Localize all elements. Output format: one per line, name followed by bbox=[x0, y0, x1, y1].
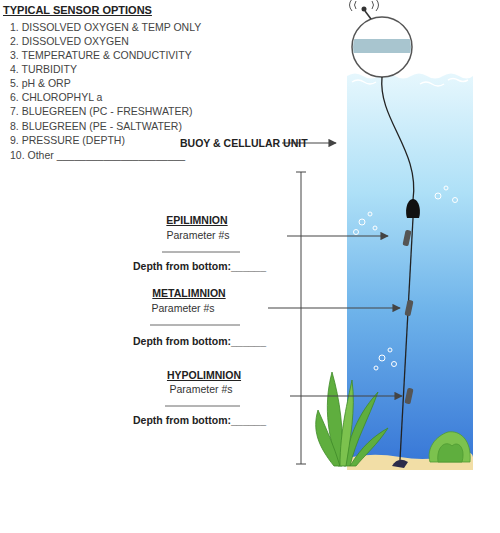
signal-waves bbox=[350, 0, 379, 11]
sensor bbox=[404, 300, 413, 317]
antenna-tip bbox=[362, 7, 367, 12]
sensor bbox=[404, 388, 413, 405]
layer-heading: METALIMNION bbox=[152, 287, 225, 299]
sensor-option: 6. CHLOROPHYL a bbox=[10, 91, 102, 103]
plant-left bbox=[316, 372, 388, 466]
sensor-option: 1. DISSOLVED OXYGEN & TEMP ONLY bbox=[10, 21, 201, 33]
layer-heading: HYPOLIMNION bbox=[167, 369, 241, 381]
sensor-option: 2. DISSOLVED OXYGEN bbox=[10, 35, 129, 47]
sensor-option: 9. PRESSURE (DEPTH) bbox=[10, 134, 125, 146]
leader-arrows bbox=[268, 143, 402, 396]
buoy-band bbox=[350, 39, 414, 53]
bubbles bbox=[354, 186, 458, 370]
sensor-option: 3. TEMPERATURE & CONDUCTIVITY bbox=[10, 49, 192, 61]
antenna bbox=[365, 11, 371, 19]
parameter-label: Parameter #s bbox=[169, 383, 232, 395]
buoy-label: BUOY & CELLULAR UNIT bbox=[180, 137, 308, 149]
buoy bbox=[350, 0, 415, 77]
depth-field: Depth from bottom:______ bbox=[133, 335, 266, 347]
sensor bbox=[402, 230, 411, 247]
sensor-option: 10. Other ______________________ bbox=[10, 149, 185, 161]
sensor-option: 5. pH & ORP bbox=[10, 77, 71, 89]
list-heading: TYPICAL SENSOR OPTIONS bbox=[3, 4, 152, 16]
sensor-cable bbox=[400, 218, 413, 460]
parameter-label: Parameter #s bbox=[166, 229, 229, 241]
depth-bracket bbox=[296, 172, 306, 464]
blank-lines bbox=[150, 252, 240, 406]
anchor bbox=[392, 460, 408, 468]
sensor-option: 7. BLUEGREEN (PC - FRESHWATER) bbox=[10, 105, 193, 117]
surface-wave bbox=[352, 79, 468, 87]
sensor-option: 8. BLUEGREEN (PE - SALTWATER) bbox=[10, 120, 182, 132]
plant-right bbox=[429, 432, 470, 462]
layer-heading: EPILIMNION bbox=[166, 214, 227, 226]
float bbox=[406, 199, 420, 218]
depth-field: Depth from bottom:______ bbox=[133, 260, 266, 272]
parameter-label: Parameter #s bbox=[151, 302, 214, 314]
depth-field: Depth from bottom:______ bbox=[133, 414, 266, 426]
sensor-option: 4. TURBIDITY bbox=[10, 63, 77, 75]
mooring-line bbox=[382, 77, 414, 200]
